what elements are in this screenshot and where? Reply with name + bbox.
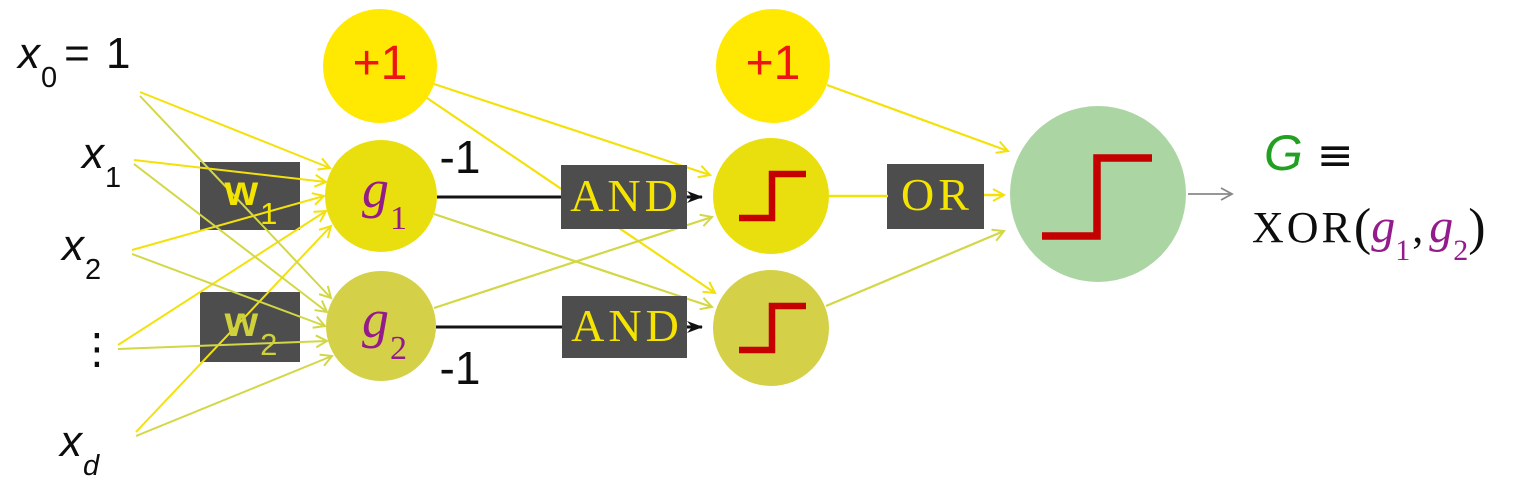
input-label-x2: x2 [62, 221, 102, 286]
output-equation-line1: G≡ [1264, 125, 1354, 181]
output-equation-line2: XOR(g1,g2) [1252, 199, 1486, 267]
or-box [887, 164, 984, 229]
input-label-x1: x1 [82, 129, 122, 194]
weight-box-w2 [200, 292, 300, 362]
and1-box [561, 165, 687, 229]
g2-node [326, 271, 436, 381]
input-dots: ⋮ [76, 324, 118, 373]
and2-gate-label: AND [571, 300, 683, 351]
bias2-label: +1 [745, 37, 801, 90]
g1-node [325, 140, 437, 252]
g2-label: g2 [362, 289, 407, 367]
and2-box [562, 296, 687, 358]
weight-minus1-bottom: -1 [439, 342, 481, 394]
edge-g1-to-step2 [433, 212, 714, 311]
input-label-x0: x0= 1 [18, 29, 133, 94]
edge-g2-to-step1 [433, 213, 714, 310]
step-function-icon [739, 302, 806, 354]
edge-bias1-to-step1 [433, 82, 712, 179]
edge-step2-to-output [825, 228, 1006, 308]
and1-gate-label: AND [570, 170, 682, 221]
input-edges-to-g1 [117, 91, 333, 433]
g1-label: g1 [362, 159, 407, 237]
edge-bias2-to-output [826, 83, 1010, 154]
weight-minus1-top: -1 [439, 131, 481, 183]
step-function-icon [739, 170, 806, 222]
step-function-icon [1042, 154, 1152, 240]
or-gate-label: OR [901, 169, 973, 220]
weight-label-w1: w1 [224, 167, 278, 231]
input-edges-to-g2 [117, 95, 334, 437]
bias2-node [716, 9, 830, 123]
weight-label-w2: w2 [224, 298, 278, 362]
input-label-xd: xd [60, 417, 100, 481]
bias1-node [323, 9, 437, 123]
bias1-label: +1 [352, 37, 408, 90]
